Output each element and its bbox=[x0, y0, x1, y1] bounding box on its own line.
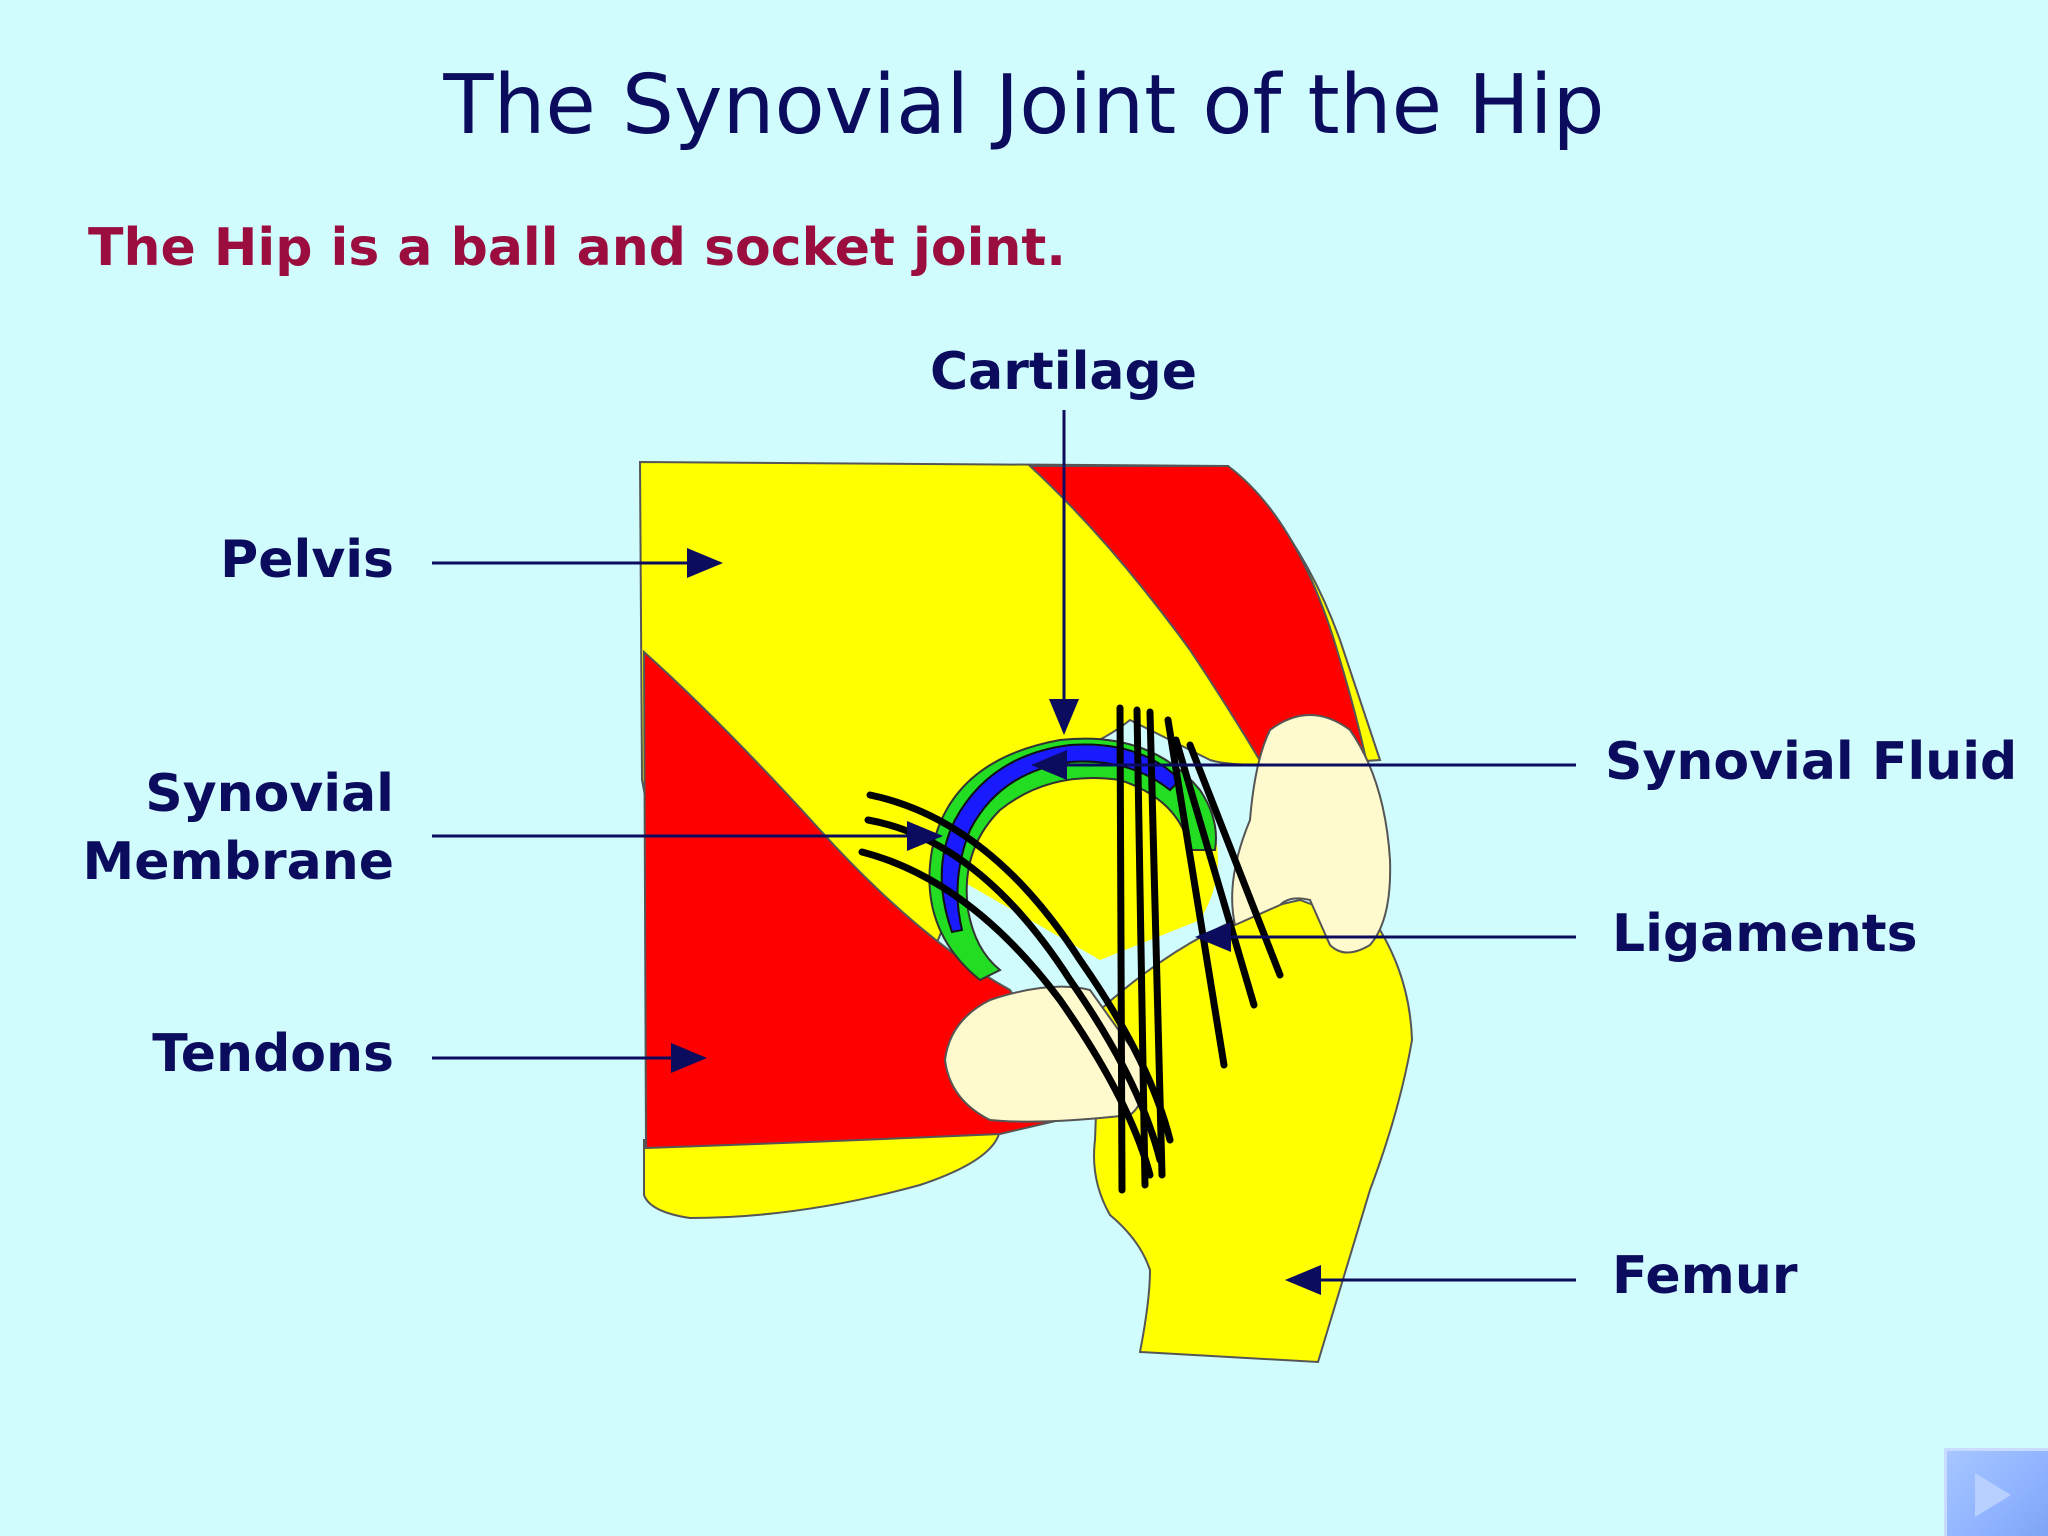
ligament-4 bbox=[1116, 704, 1126, 1194]
slide-title: The Synovial Joint of the Hip bbox=[443, 58, 1605, 153]
label-synovial-membrane-line2: Membrane bbox=[82, 832, 394, 892]
upper-cartilage-pad bbox=[1231, 714, 1392, 954]
ligament-1 bbox=[866, 791, 1174, 1144]
next-slide-button[interactable] bbox=[1944, 1448, 2048, 1536]
leader-arrows bbox=[432, 410, 1576, 1295]
label-cartilage: Cartilage bbox=[930, 342, 1197, 402]
ligament-5 bbox=[1133, 706, 1149, 1189]
ligament-7 bbox=[1164, 716, 1228, 1069]
label-synovial-membrane-line1: Synovial bbox=[145, 764, 394, 824]
ligament-8 bbox=[1172, 736, 1258, 1009]
ligament-6 bbox=[1146, 708, 1166, 1179]
label-tendons: Tendons bbox=[152, 1024, 394, 1084]
label-pelvis: Pelvis bbox=[220, 530, 394, 590]
slide-subtitle: The Hip is a ball and socket joint. bbox=[88, 218, 1067, 278]
label-ligaments: Ligaments bbox=[1612, 904, 1918, 964]
lower-pelvis-bone bbox=[643, 1128, 1002, 1220]
label-synovial-fluid: Synovial Fluid bbox=[1605, 732, 2018, 792]
tendon-muscle bbox=[642, 649, 1062, 1150]
label-femur: Femur bbox=[1612, 1246, 1798, 1306]
play-arrow-icon bbox=[1975, 1473, 2011, 1517]
ligament-3 bbox=[858, 848, 1154, 1179]
label-synovial-membrane: Synovial Membrane bbox=[83, 760, 394, 896]
